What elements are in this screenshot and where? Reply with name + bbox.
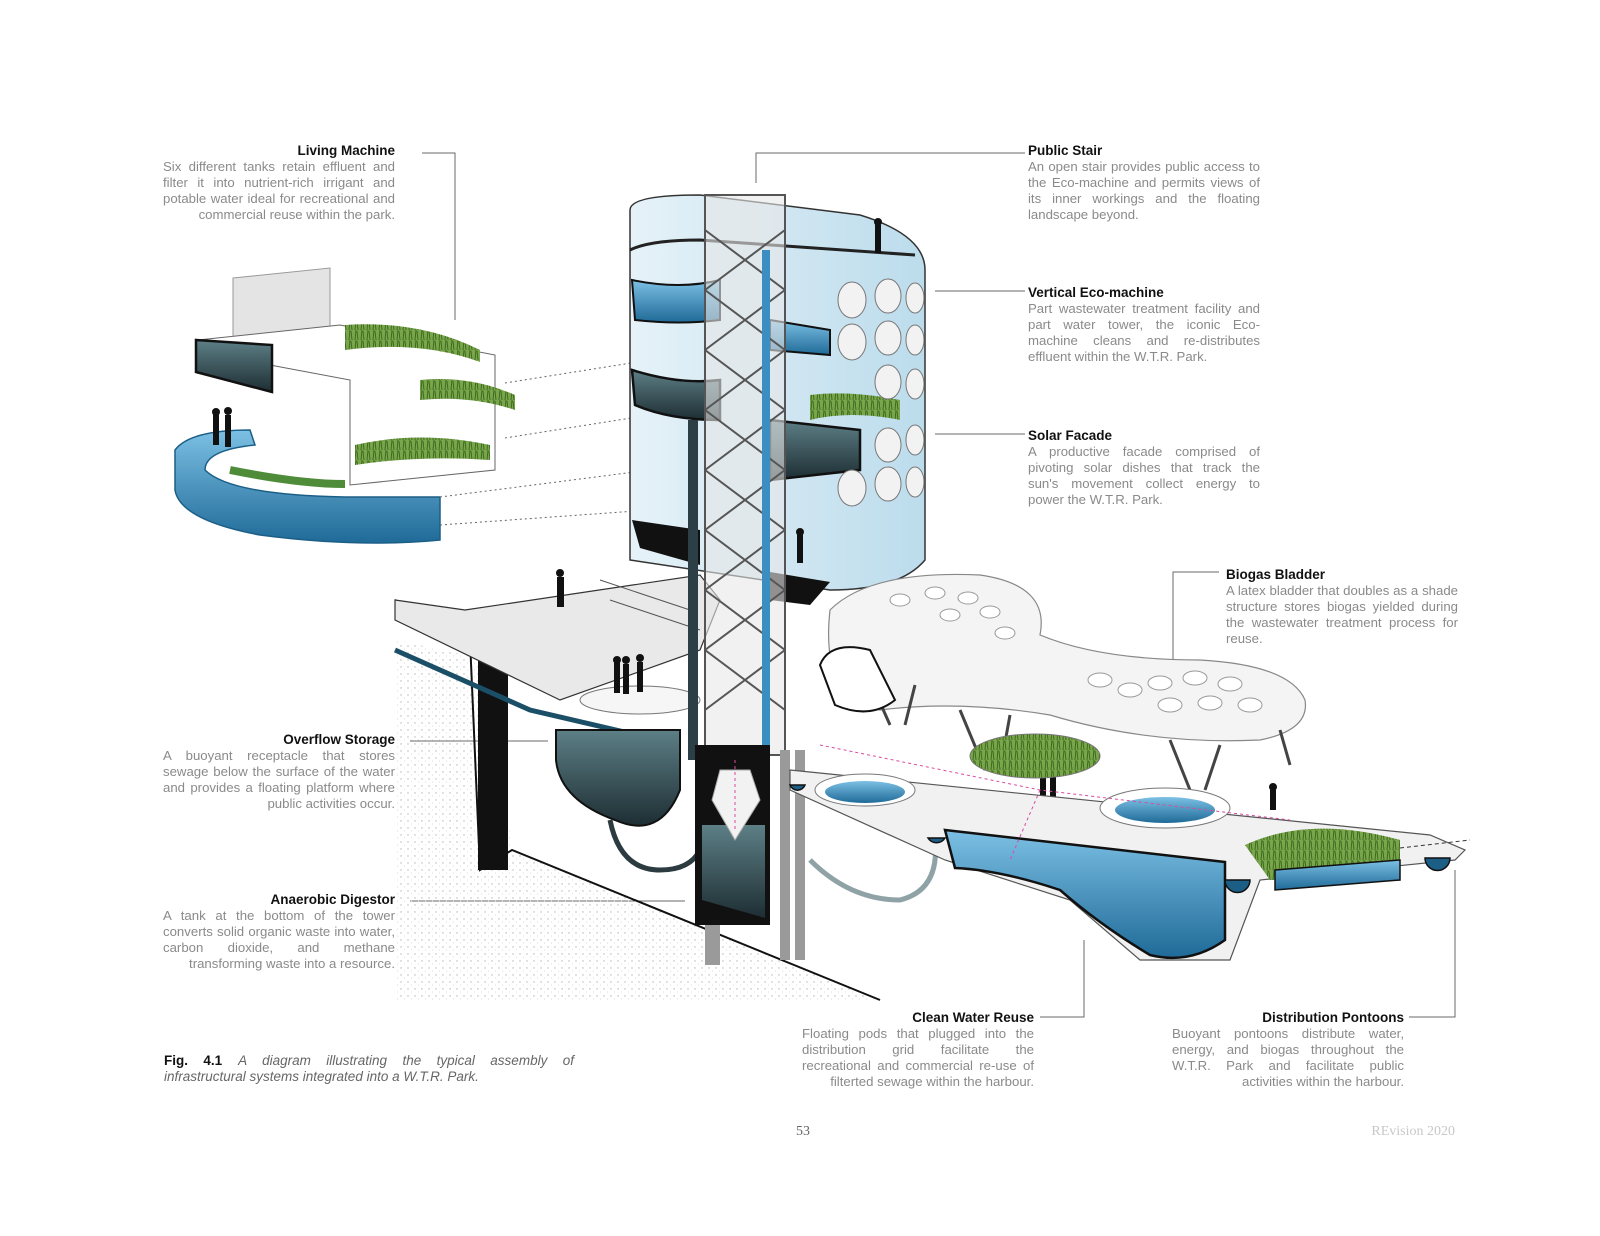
label-title: Distribution Pontoons bbox=[1262, 1010, 1404, 1025]
label-overflow-storage: Overflow Storage A buoyant receptacle th… bbox=[163, 732, 395, 812]
label-body: Six different tanks retain effluent and … bbox=[163, 159, 395, 222]
label-body: A productive facade comprised of pivotin… bbox=[1028, 444, 1260, 507]
label-anaerobic-digestor: Anaerobic Digestor A tank at the bottom … bbox=[163, 892, 395, 972]
figure-caption-text: A diagram illustrating the typical assem… bbox=[164, 1053, 574, 1084]
label-title: Anaerobic Digestor bbox=[270, 892, 395, 907]
label-clean-water-reuse: Clean Water Reuse Floating pods that plu… bbox=[802, 1010, 1034, 1090]
label-body: A tank at the bottom of the tower conver… bbox=[163, 908, 395, 971]
label-biogas-bladder: Biogas Bladder A latex bladder that doub… bbox=[1226, 567, 1458, 647]
biogas-bladder-canopy bbox=[818, 573, 1307, 791]
label-body: A buoyant receptacle that stores sewage … bbox=[163, 748, 395, 811]
label-title: Clean Water Reuse bbox=[912, 1010, 1034, 1025]
label-title: Solar Facade bbox=[1028, 428, 1113, 443]
label-distribution-pontoons: Distribution Pontoons Buoyant pontoons d… bbox=[1172, 1010, 1404, 1090]
ground-section bbox=[394, 599, 881, 1001]
journal-footer: REvision 2020 bbox=[1371, 1124, 1455, 1139]
label-solar-facade: Solar Facade A productive facade compris… bbox=[1028, 428, 1260, 508]
label-body: Floating pods that plugged into the dist… bbox=[802, 1026, 1034, 1089]
label-title: Public Stair bbox=[1028, 143, 1103, 158]
label-living-machine: Living Machine Six different tanks retai… bbox=[163, 143, 395, 223]
label-title: Biogas Bladder bbox=[1226, 567, 1326, 582]
label-title: Overflow Storage bbox=[283, 732, 395, 747]
label-body: Part wastewater treatment facility and p… bbox=[1028, 301, 1260, 364]
overflow-storage-tank bbox=[555, 729, 703, 873]
label-body: A latex bladder that doubles as a shade … bbox=[1226, 583, 1458, 646]
label-public-stair: Public Stair An open stair provides publ… bbox=[1028, 143, 1260, 223]
label-title: Living Machine bbox=[297, 143, 395, 158]
label-title: Vertical Eco-machine bbox=[1028, 285, 1164, 300]
vertical-eco-machine-tower bbox=[556, 194, 1277, 810]
living-machine-inset bbox=[174, 267, 651, 544]
figure-number: Fig. 4.1 bbox=[164, 1053, 223, 1068]
label-vertical-eco-machine: Vertical Eco-machine Part wastewater tre… bbox=[1028, 285, 1260, 365]
anaerobic-digestor-tank bbox=[695, 745, 939, 965]
floating-pods-and-pontoons bbox=[734, 733, 1471, 961]
label-body: An open stair provides public access to … bbox=[1028, 159, 1260, 222]
page-number: 53 bbox=[796, 1124, 810, 1139]
label-body: Buoyant pontoons distribute water, energ… bbox=[1172, 1026, 1404, 1089]
